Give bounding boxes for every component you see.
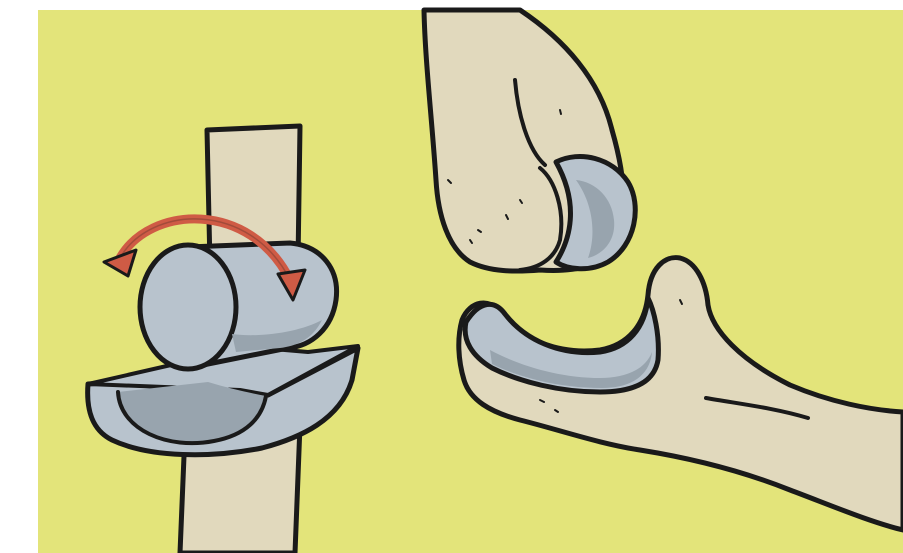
cylinder-end	[140, 245, 236, 369]
